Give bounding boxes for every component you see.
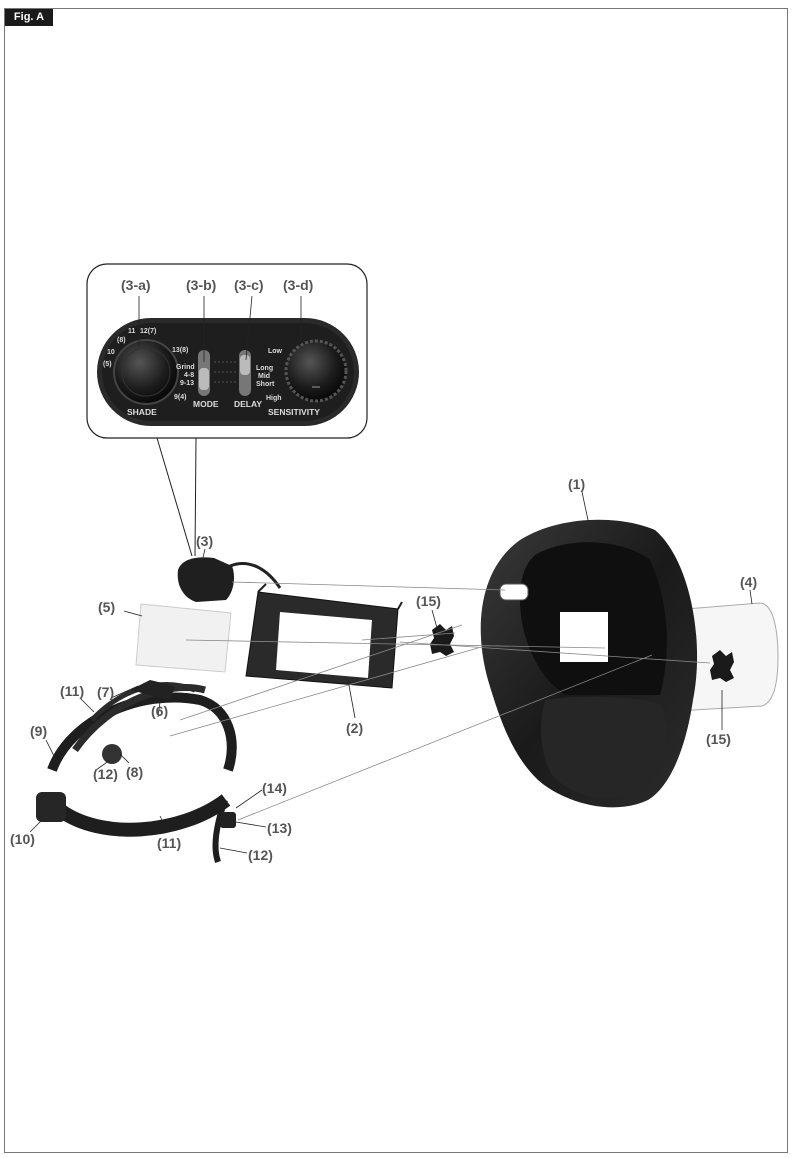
shade-mark-10: 10: [107, 349, 115, 356]
helmet-sensor-slot: [499, 583, 529, 601]
callout-3-d: (3-d): [283, 277, 313, 293]
side-knob-left[interactable]: [430, 624, 454, 656]
callout-11-top: (11): [60, 683, 84, 699]
shade-mark-5: (5): [103, 361, 112, 368]
delay-title: DELAY: [234, 399, 262, 409]
callout-13: (13): [267, 820, 292, 836]
mode-title: MODE: [193, 399, 219, 409]
sensitivity-knob[interactable]: [284, 339, 348, 403]
callout-3: (3): [196, 533, 213, 549]
callout-3-c: (3-c): [234, 277, 264, 293]
callout-6: (6): [151, 703, 168, 719]
mode-9-13: 9-13: [180, 380, 194, 387]
callout-3-b: (3-b): [186, 277, 216, 293]
mode-4-8: 4-8: [184, 372, 194, 379]
shade-mark-9: 9(4): [174, 394, 186, 401]
callout-11-bottom: (11): [157, 835, 181, 851]
callout-3-a: (3-a): [121, 277, 151, 293]
callout-7: (7): [97, 684, 114, 700]
side-knob-right[interactable]: [710, 650, 734, 682]
shade-knob[interactable]: [113, 339, 179, 405]
callout-10: (10): [10, 831, 35, 847]
delay-long: Long: [256, 365, 273, 372]
mode-switch-slider[interactable]: [199, 368, 209, 390]
headgear: [36, 680, 237, 863]
callout-15-left: (15): [416, 593, 441, 609]
callout-5: (5): [98, 599, 115, 615]
delay-short: Short: [256, 381, 275, 388]
callout-9: (9): [30, 723, 47, 739]
sensitivity-low: Low: [268, 348, 283, 355]
callout-4: (4): [740, 574, 757, 590]
shade-mark-8: (8): [117, 337, 126, 344]
shade-mark-11: 11: [128, 328, 136, 335]
callout-14: (14): [262, 780, 287, 796]
sensitivity-high: High: [266, 395, 282, 402]
callout-8: (8): [126, 764, 143, 780]
inner-lens: [135, 603, 232, 673]
zoom-leader-2: [194, 437, 197, 557]
zoom-leader: [156, 437, 193, 557]
shade-mark-13: 13(8): [172, 347, 188, 354]
sensitivity-title: SENSITIVITY: [268, 407, 320, 417]
callout-12-bottom: (12): [248, 847, 273, 863]
callout-12-left: (12): [93, 766, 118, 782]
callout-1: (1): [568, 476, 585, 492]
callout-2: (2): [346, 720, 363, 736]
callout-15-right: (15): [706, 731, 731, 747]
delay-mid: Mid: [258, 373, 270, 380]
mode-grind: Grind: [176, 364, 195, 371]
figure-label: Fig. A: [5, 9, 53, 26]
delay-switch-slider[interactable]: [240, 355, 250, 375]
sensor-unit: [177, 557, 234, 602]
shade-mark-12: 12(7): [140, 328, 156, 335]
shade-title: SHADE: [127, 407, 157, 417]
